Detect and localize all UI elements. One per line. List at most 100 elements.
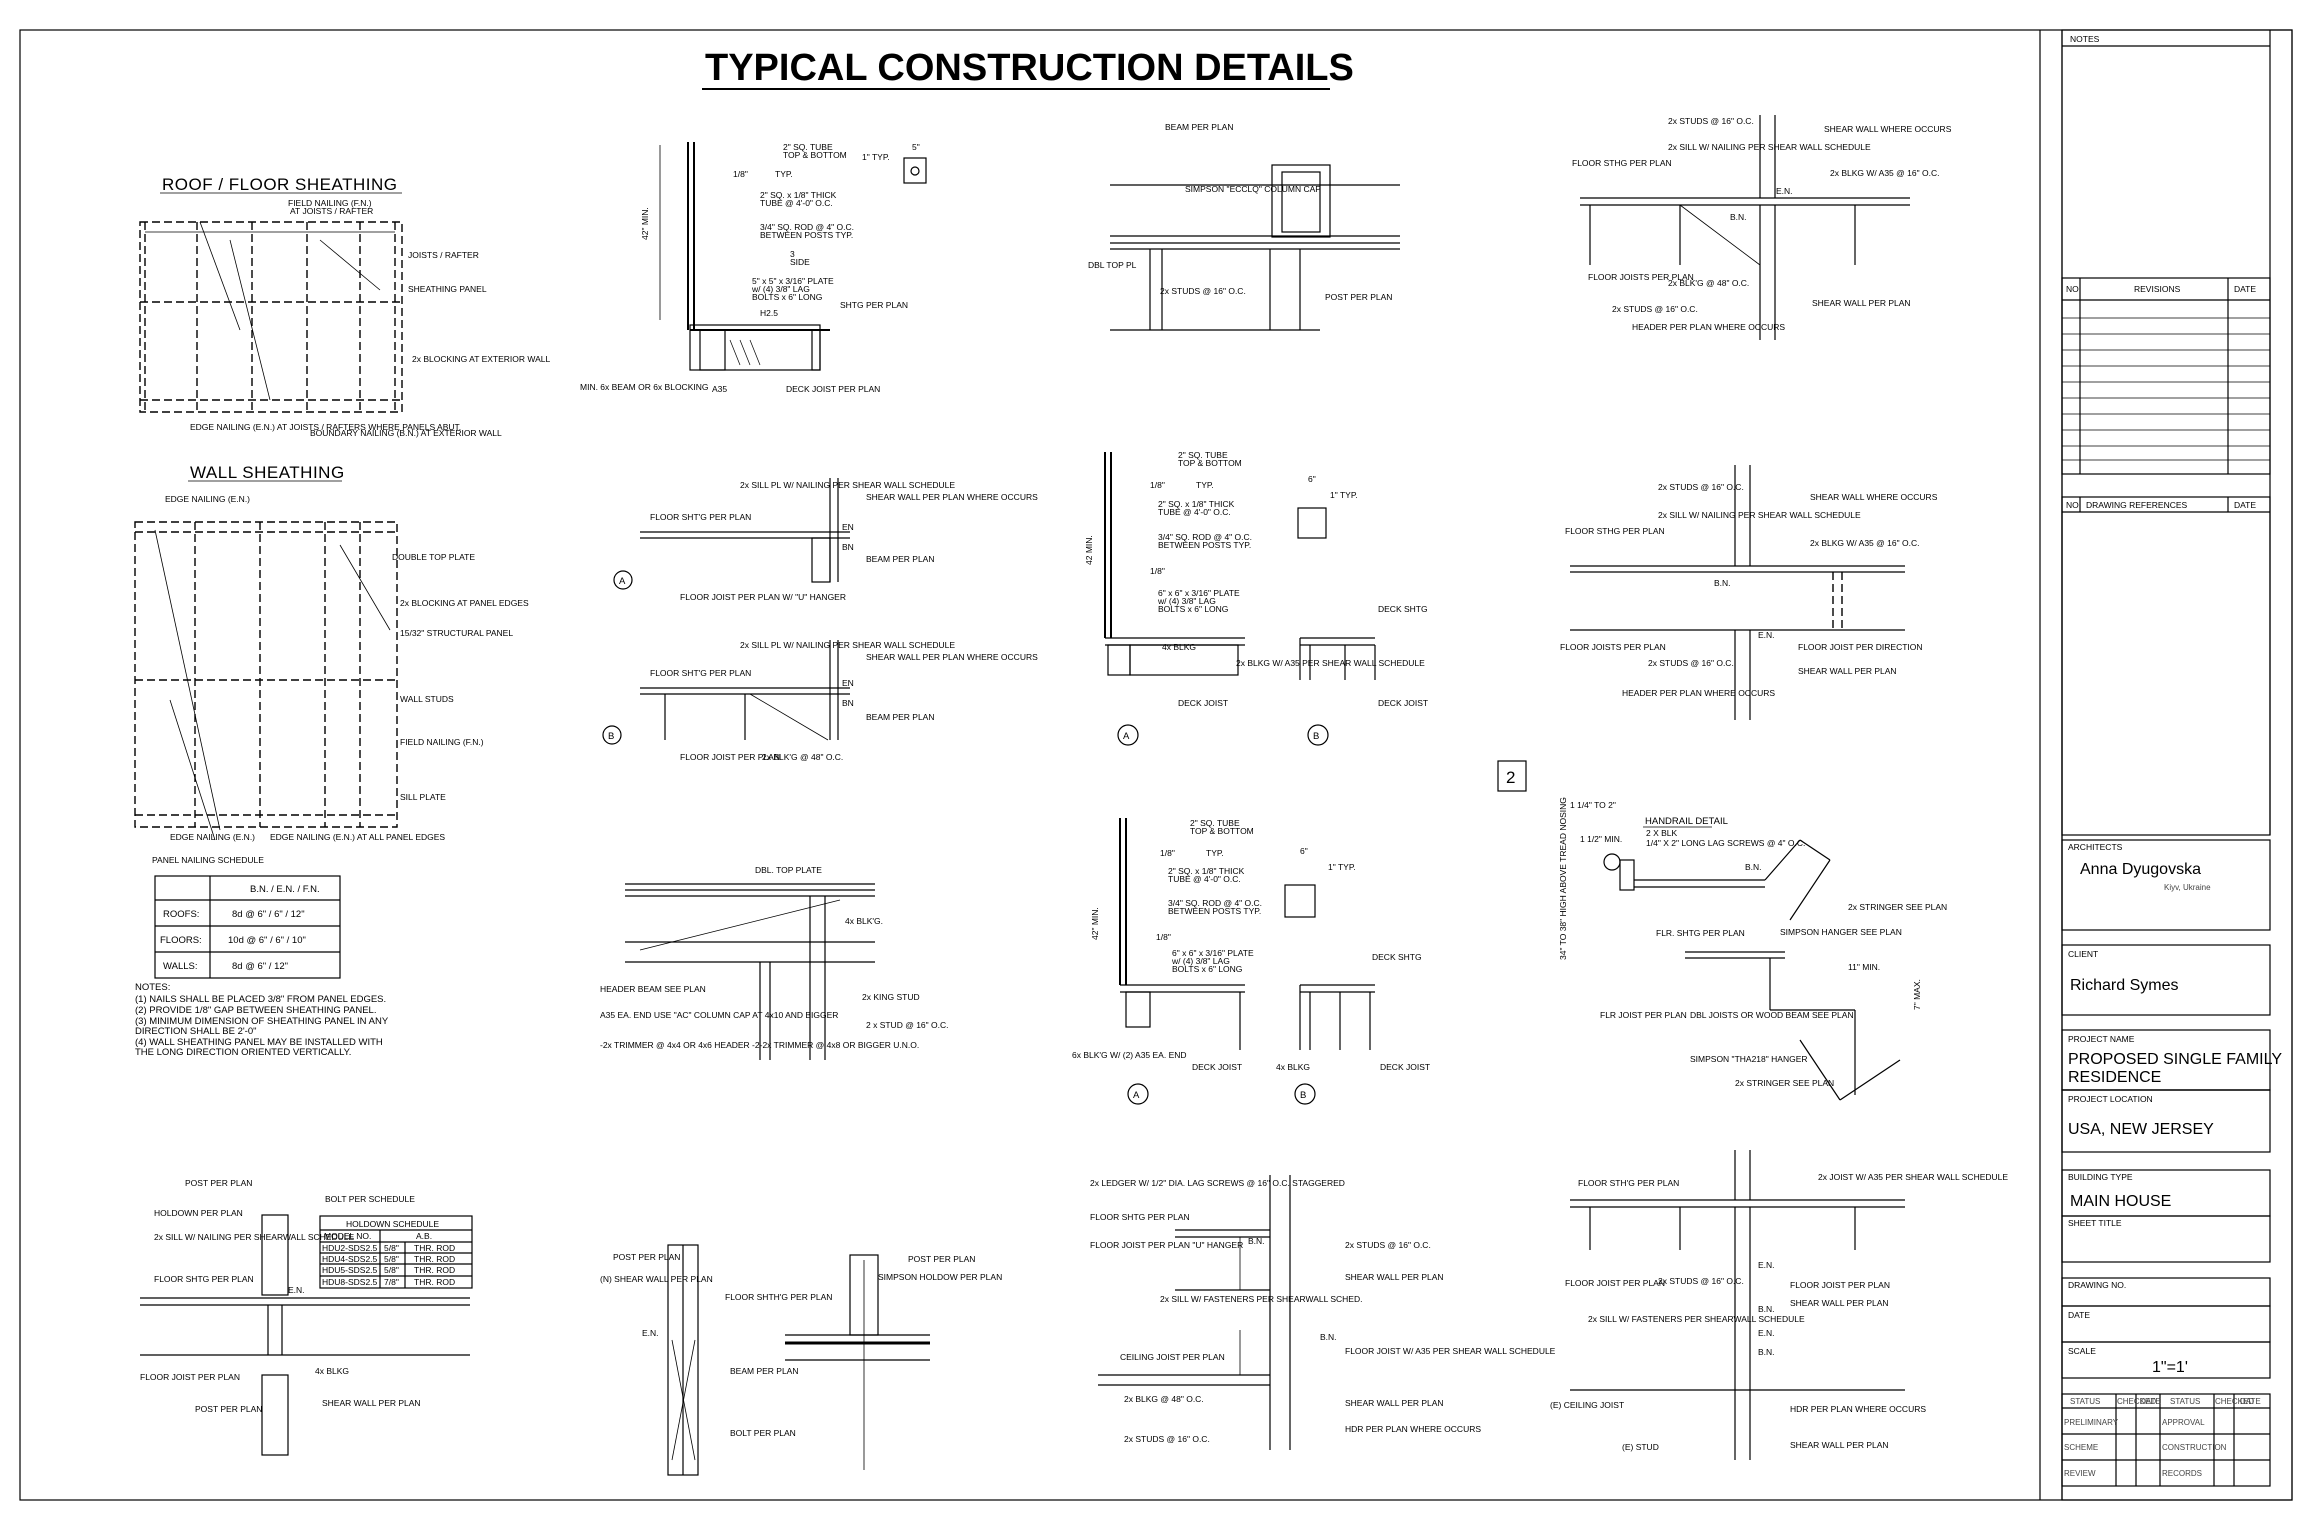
drawing-label: DBL JOISTS OR WOOD BEAM SEE PLAN: [1690, 1010, 1854, 1020]
drawing-label: DATE: [2140, 1397, 2161, 1406]
general-notes: NOTES: (1) NAILS SHALL BE PLACED 3/8" FR…: [135, 982, 389, 1058]
drawing-label: BEAM PER PLAN: [1165, 122, 1234, 132]
drawing-label: 4x BLKG: [1276, 1062, 1310, 1072]
drawing-label: 3/4" SQ. ROD @ 4" O.C.: [760, 222, 854, 232]
drawing-label: 3/4" SQ. ROD @ 4" O.C.: [1158, 532, 1252, 542]
drawing-label: SHEAR WALL PER PLAN: [322, 1398, 421, 1408]
drawing-label: THR. ROD: [414, 1265, 455, 1275]
drawing-label: SIMPSON HOLDOW PER PLAN: [878, 1272, 1002, 1282]
drawing-label: DBL. TOP PLATE: [755, 865, 822, 875]
drawing-label: w/ (4) 3/8" LAG: [1157, 596, 1216, 606]
drawing-label: SCALE: [2068, 1346, 2096, 1356]
drawing-label: 2x STUDS @ 16" O.C.: [1160, 286, 1246, 296]
shear-wall-detail-2: 2x STUDS @ 16" O.C. SHEAR WALL WHERE OCC…: [1560, 465, 1938, 720]
drawing-label: SHEAR WALL PER PLAN: [1790, 1440, 1889, 1450]
drawing-label: HDU8-SDS2.5: [322, 1277, 378, 1287]
drawing-label: 2" SQ. TUBE: [1178, 450, 1228, 460]
drawing-label: DECK JOIST: [1378, 698, 1428, 708]
drawing-label: BN: [842, 542, 854, 552]
drawing-label: ROOFS:: [163, 909, 199, 920]
drawing-label: 10d @ 6" / 6" / 10": [228, 935, 306, 946]
drawing-label: B.N.: [1320, 1332, 1337, 1342]
drawing-label: 2x SILL W/ FASTENERS PER SHEARWALL SCHED…: [1160, 1294, 1362, 1304]
drawing-label: HDU5-SDS2.5: [322, 1265, 378, 1275]
drawing-label: STATUS: [2070, 1397, 2100, 1406]
drawing-label: HDR PER PLAN WHERE OCCURS: [1790, 1404, 1926, 1414]
drawing-label: 6x BLK'G W/ (2) A35 EA. END: [1072, 1050, 1187, 1060]
drawing-label: FLOOR SHT'G PER PLAN: [650, 512, 751, 522]
drawing-label: BOLTS x 6" LONG: [752, 292, 822, 302]
drawing-label: SHEAR WALL WHERE OCCURS: [1824, 124, 1952, 134]
drawing-label: PROJECT LOCATION: [2068, 1094, 2153, 1104]
drawing-label: B.N. / E.N. / F.N.: [250, 884, 320, 895]
panel-nailing-schedule-table: B.N. / E.N. / F.N. ROOFS: 8d @ 6" / 6" /…: [154, 875, 341, 979]
drawing-label: B.N.: [1714, 578, 1731, 588]
drawing-label: SHEAR WALL PER PLAN: [1345, 1272, 1444, 1282]
drawing-label: BETWEEN POSTS TYP.: [1168, 906, 1261, 916]
drawing-label: SHEET TITLE: [2068, 1218, 2122, 1228]
floor-detail-a: A 2x SILL PL W/ NAILING PER SHEAR WALL S…: [613, 478, 1038, 602]
drawing-label: CLIENT: [2068, 949, 2098, 959]
drawing-label: 1" TYP.: [862, 152, 890, 162]
drawing-label: 4x BLKG: [315, 1366, 349, 1376]
drawing-label: POST PER PLAN: [1325, 292, 1392, 302]
drawing-label: FLOOR STHG PER PLAN: [1565, 526, 1665, 536]
drawing-label: 2x BLKG W/ A35 @ 16" O.C.: [1810, 538, 1919, 548]
drawing-label: TUBE @ 4'-0" O.C.: [1158, 507, 1231, 517]
drawing-label: SILL PLATE: [400, 792, 446, 802]
drawing-label: TOP & BOTTOM: [783, 150, 847, 160]
beam-column-cap-detail: BEAM PER PLAN SIMPSON "ECCLQ" COLUMN CAP…: [1088, 122, 1400, 331]
drawing-label: A35 EA. END USE "AC" COLUMN CAP AT 4x10 …: [600, 1010, 838, 1020]
drawing-label: 2 x STUD @ 16" O.C.: [866, 1020, 949, 1030]
drawing-label: POST PER PLAN: [908, 1254, 975, 1264]
drawing-label: SIMPSON HANGER SEE PLAN: [1780, 927, 1902, 937]
drawing-label: 2x STUDS @ 16" O.C.: [1658, 482, 1744, 492]
drawing-label: w/ (4) 3/8" LAG: [1171, 956, 1230, 966]
drawing-label: DRAWING NO.: [2068, 1280, 2126, 1290]
sheet-title: TYPICAL CONSTRUCTION DETAILS: [705, 47, 1354, 89]
drawing-label: 2" SQ. x 1/8" THICK: [1158, 499, 1235, 509]
drawing-label: SIDE: [790, 257, 810, 267]
drawing-label: 2x BLKG W/ A35 PER SHEAR WALL SCHEDULE: [1236, 658, 1425, 668]
drawing-label: NOTES:: [135, 982, 170, 993]
drawing-label: B.N.: [1758, 1304, 1775, 1314]
drawing-label: EN: [842, 678, 854, 688]
drawing-label: REVIEW: [2064, 1469, 2096, 1478]
drawing-label: STATUS: [2170, 1397, 2200, 1406]
drawing-label: SIMPSON "ECCLQ" COLUMN CAP: [1185, 184, 1321, 194]
drawing-label: EDGE NAILING (E.N.): [170, 832, 255, 842]
drawing-label: 42" MIN.: [1090, 907, 1100, 940]
drawing-label: SHEAR WALL PER PLAN: [1798, 666, 1897, 676]
drawing-label: 2x SILL PL W/ NAILING PER SHEAR WALL SCH…: [740, 480, 955, 490]
drawing-label: 2x STUDS @ 16" O.C.: [1345, 1240, 1431, 1250]
header-beam-detail: DBL. TOP PLATE 4x BLK'G. HEADER BEAM SEE…: [600, 865, 949, 1060]
drawing-label: FLOOR SHT'G PER PLAN: [650, 668, 751, 678]
holdown-detail-1: POST PER PLAN BOLT PER SCHEDULE HOLDOWN …: [140, 1178, 473, 1456]
drawing-label: 3: [790, 249, 795, 259]
wall-sheathing-detail: WALL SHEATHING EDGE NAILING (E.N.) DOUBL…: [134, 463, 529, 865]
handrail-detail: HANDRAIL DETAIL 1 1/4" TO 2" 1 1/2" MIN.…: [1558, 797, 1947, 1101]
drawing-label: FLOOR JOIST PER PLAN: [140, 1372, 240, 1382]
drawing-label: HEADER PER PLAN WHERE OCCURS: [1632, 322, 1785, 332]
drawing-label: EN: [842, 522, 854, 532]
drawing-label: FLOOR JOISTS PER PLAN: [1588, 272, 1694, 282]
drawing-label: HOLDOWN SCHEDULE: [346, 1219, 439, 1229]
drawing-label: 5" x 5" x 3/16" PLATE: [752, 276, 834, 286]
drawing-label: 1/8": [1156, 932, 1171, 942]
drawing-label: WALLS:: [163, 961, 198, 972]
drawing-label: CHECKED: [2117, 1397, 2156, 1406]
railing-detail-2: A B 2" SQ. TUBE TOP & BOTTOM 1/8" TYP. 2…: [1084, 450, 1428, 746]
drawing-label: TYP.: [1206, 848, 1224, 858]
drawing-label: 2x STUDS @ 16" O.C.: [1648, 658, 1734, 668]
roof-heading: ROOF / FLOOR SHEATHING: [162, 175, 397, 194]
drawing-label: DATE: [2234, 284, 2256, 294]
drawing-label: SHEAR WALL WHERE OCCURS: [1810, 492, 1938, 502]
drawing-label: 2x STUDS @ 16" O.C.: [1612, 304, 1698, 314]
drawing-label: 2x SILL W/ FASTENERS PER SHEARWALL SCHED…: [1588, 1314, 1805, 1324]
drawing-label: CEILING JOIST PER PLAN: [1120, 1352, 1225, 1362]
drawing-label: 15/32" STRUCTURAL PANEL: [400, 628, 513, 638]
drawing-label: WALL STUDS: [400, 694, 454, 704]
detail-number-tag: 2: [1497, 760, 1527, 792]
drawing-label: HEADER PER PLAN WHERE OCCURS: [1622, 688, 1775, 698]
